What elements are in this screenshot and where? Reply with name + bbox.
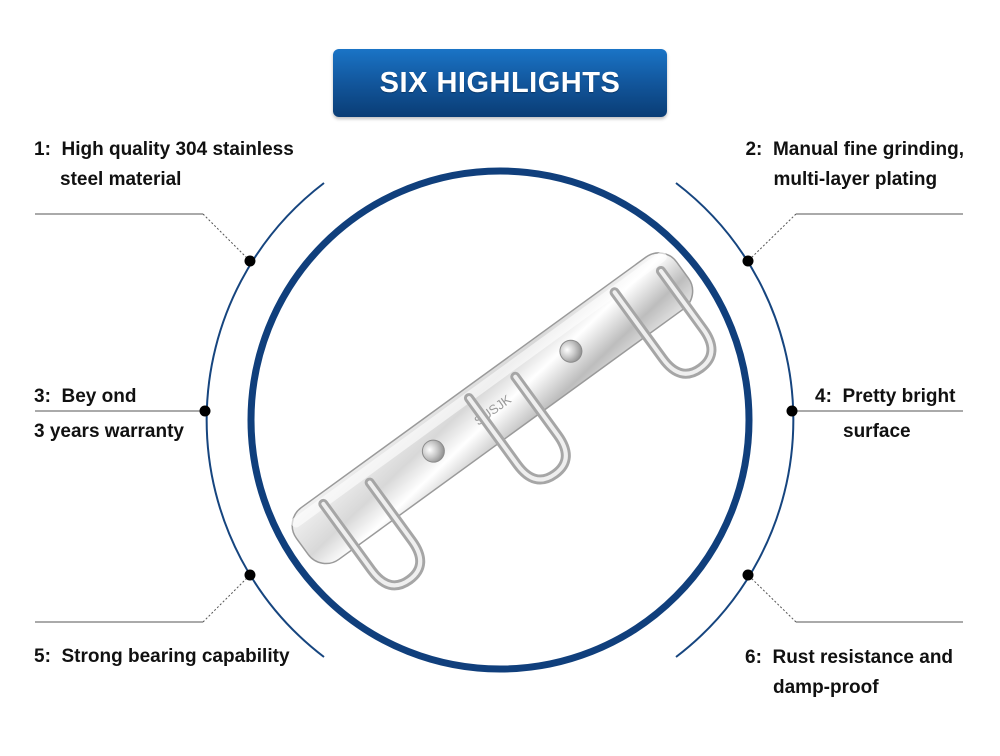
outer-ring-right-arc	[675, 182, 795, 658]
anchor-dot-2	[742, 255, 754, 267]
screw-cap-left	[421, 439, 445, 463]
anchor-dot-5	[244, 569, 256, 581]
highlight-text-line2: steel material	[60, 169, 182, 190]
anchor-dot-3	[199, 405, 211, 417]
hook-rail-product: SUSJK	[291, 251, 717, 591]
rail-plate	[291, 252, 694, 565]
highlight-5: 5: Strong bearing capability	[34, 642, 290, 672]
leader-lines	[35, 213, 963, 623]
highlight-number: 4:	[815, 386, 832, 407]
highlight-text-line1: Pretty bright	[842, 386, 956, 407]
highlight-text-line1: Manual fine grinding,	[772, 139, 964, 160]
outer-ring-left-arc	[205, 182, 325, 658]
highlight-text-line1: High quality 304 stainless	[61, 139, 294, 160]
highlight-6: 6: Rust resistance and damp-proof	[745, 643, 953, 703]
anchor-dots	[199, 255, 798, 581]
highlight-number: 2:	[745, 139, 763, 160]
screw-cap-right	[559, 339, 583, 363]
hook-middle	[463, 371, 571, 485]
highlight-number: 1:	[34, 139, 51, 160]
highlight-text-line2: damp-proof	[773, 677, 879, 698]
highlight-number: 6:	[745, 647, 762, 668]
highlight-4: 4: Pretty bright surface	[815, 379, 955, 449]
highlight-1: 1: High quality 304 stainless steel mate…	[34, 135, 294, 195]
highlight-text-line1: Strong bearing capability	[61, 646, 290, 667]
anchor-dot-4	[786, 405, 798, 417]
hook-right	[609, 265, 717, 379]
highlight-2: 2: Manual fine grinding, multi-layer pla…	[745, 135, 964, 195]
highlight-text-line2: multi-layer plating	[773, 169, 938, 190]
hook-left	[318, 477, 426, 591]
highlight-text-line1: Rust resistance and	[772, 647, 954, 668]
highlight-number: 5:	[34, 646, 51, 667]
anchor-dot-1	[244, 255, 256, 267]
title-badge: SIX HIGHLIGHTS	[333, 49, 667, 117]
highlight-text-line2: surface	[843, 421, 911, 442]
page-title: SIX HIGHLIGHTS	[379, 66, 621, 99]
highlight-text-line2: 3 years warranty	[34, 421, 184, 442]
highlight-3: 3: Bey ond 3 years warranty	[34, 379, 184, 449]
highlight-text-line1: Bey ond	[61, 386, 137, 407]
anchor-dot-6	[742, 569, 754, 581]
highlight-number: 3:	[34, 386, 51, 407]
